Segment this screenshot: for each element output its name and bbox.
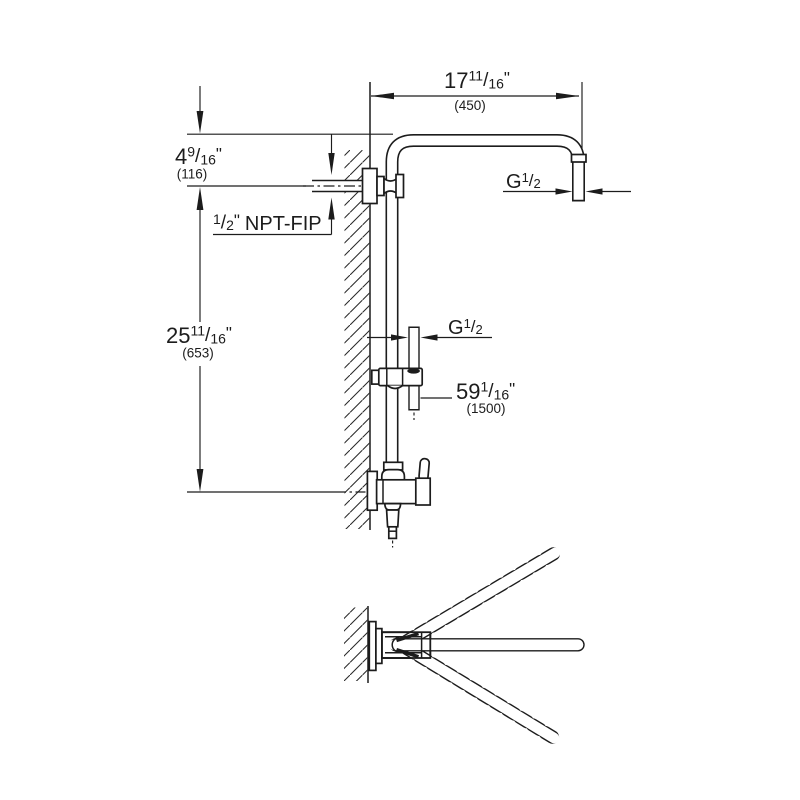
arrowhead-down-pipe (328, 153, 335, 175)
label-riser-height: 2511/16" (166, 323, 232, 349)
swivel-position-down (400, 641, 561, 745)
label-inlet-thread: 1/2"NPT-FIP (213, 211, 322, 235)
label-hose-length-metric: (1500) (466, 401, 505, 416)
connector-waist (383, 176, 398, 196)
dashed-arm-up-fill (401, 547, 561, 647)
tube-outline (385, 134, 585, 467)
arrowhead-up-inlet (196, 187, 204, 210)
label-riser-height-metric: (653) (182, 346, 214, 361)
escutcheon (361, 167, 378, 205)
connector-cap (395, 173, 405, 199)
arm-end-thread-collar (570, 153, 587, 163)
arm-pivot-arc (391, 636, 400, 653)
outlet-hex-fitting (385, 509, 400, 528)
bracket-under-arc (387, 384, 404, 390)
slide-bracket (370, 367, 424, 390)
wall-hatch-lower (344, 607, 368, 681)
wall-section-upper (344, 82, 371, 530)
swivel-wall-plate-outer (368, 620, 377, 672)
dim-head-thread (503, 188, 631, 195)
shower-arm-and-riser (385, 134, 587, 467)
bracket-clamp-dark (407, 368, 420, 374)
pivot-mark-down (395, 647, 420, 659)
arrowhead-right (556, 92, 579, 100)
arrowhead-left-pointing (585, 188, 603, 195)
swivel-position-up (400, 546, 562, 648)
wall-hatch (344, 150, 370, 529)
arrowhead-left-pointing (420, 334, 438, 341)
arrowhead-left (371, 92, 394, 100)
connector-flange (376, 175, 385, 197)
diverter-dome (380, 468, 406, 481)
swivel-wall-plate-inner (375, 627, 383, 665)
upper-view: 1711/16" (450) 49/16" (116) 2511/16" (65… (166, 68, 631, 548)
swivel-housing-details (380, 631, 432, 659)
label-arm-height: 49/16" (175, 144, 222, 170)
reference-lines (187, 82, 583, 493)
dim-arm-reach (371, 92, 579, 100)
label-arm-reach: 1711/16" (444, 68, 510, 94)
pivot-mark-up (395, 631, 420, 643)
housing-outline (380, 631, 432, 659)
label-arm-reach-metric: (450) (454, 98, 486, 113)
dim-hand-shower-thread (367, 334, 492, 341)
diverter-assembly (366, 457, 432, 548)
diverter-valve-block (414, 477, 432, 506)
dashed-arm-down-fill (401, 643, 560, 744)
arrowhead-right-pointing (555, 188, 573, 195)
tube-fill (387, 135, 584, 466)
diverter-wall-plate (366, 470, 379, 512)
lower-view-arm-swivel (344, 546, 585, 745)
arrowhead-down-diverter (196, 469, 204, 492)
dim-vertical-chain (196, 86, 204, 492)
arrowhead-up-pipe (328, 197, 335, 220)
label-hose-length: 591/16" (456, 379, 515, 405)
label-head-thread: G1/2 (506, 170, 541, 193)
outlet-neck (383, 502, 402, 511)
leader-inlet-thread (213, 134, 335, 236)
label-hand-shower-thread: G1/2 (448, 316, 483, 339)
label-arm-height-metric: (116) (177, 167, 208, 182)
outlet-tip (387, 525, 398, 540)
arrowhead-right-pointing (391, 334, 408, 341)
inlet-fitting (361, 167, 405, 205)
wall-section-lower (344, 606, 369, 683)
arrowhead-down-armtop (196, 111, 204, 134)
